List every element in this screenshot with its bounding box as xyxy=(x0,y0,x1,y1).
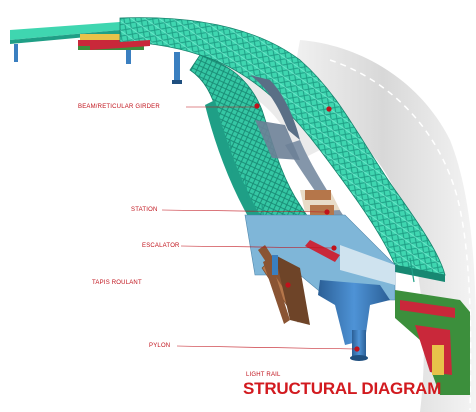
label-tapis-roulant: TAPIS ROULANT xyxy=(92,280,142,286)
station-platform xyxy=(244,190,396,301)
label-pylon: PYLON xyxy=(149,343,171,349)
tapis-roulant xyxy=(263,255,310,325)
callout-markers xyxy=(254,103,360,352)
label-light-rail: LIGHT RAIL xyxy=(246,372,281,378)
label-station: STATION xyxy=(131,207,158,213)
label-escalator: ESCALATOR xyxy=(142,243,180,249)
diagram-title: STRUCTURAL DIAGRAM xyxy=(243,379,442,398)
light-rail-tracks xyxy=(90,40,470,395)
callout-leader-lines xyxy=(161,106,356,350)
label-beam-reticular-girder: BEAM/RETICULAR GIRDER xyxy=(78,104,160,110)
